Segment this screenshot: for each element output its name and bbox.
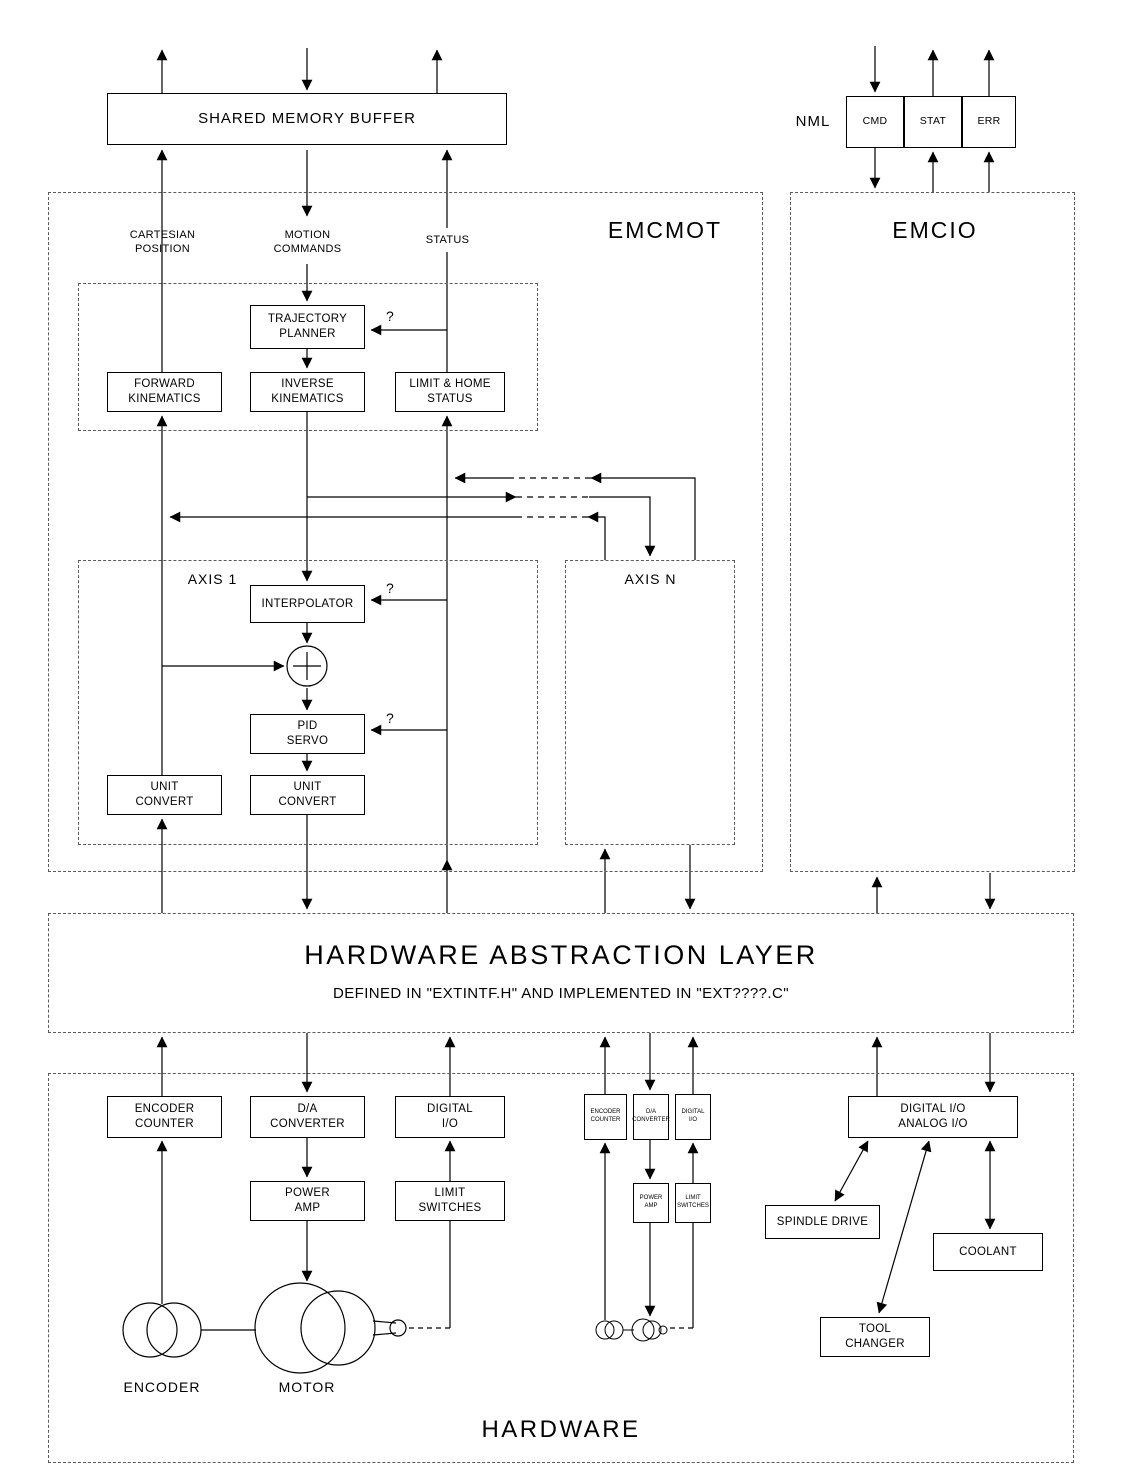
- hal-title: HARDWARE ABSTRACTION LAYER: [304, 940, 818, 971]
- spindle-drive-box: SPINDLE DRIVE: [765, 1205, 880, 1239]
- emcio-label: EMCIO: [892, 217, 978, 244]
- encoder-drawing: [122, 1302, 256, 1358]
- axisn-motor-drawing: [595, 1318, 668, 1342]
- axisn-encoder-counter-box: ENCODER COUNTER: [584, 1094, 627, 1140]
- question-mark-pid: ?: [385, 709, 395, 726]
- inverse-kinematics-box: INVERSE KINEMATICS: [250, 372, 365, 412]
- axisn-group: [565, 560, 735, 845]
- encoder-label: ENCODER: [123, 1378, 201, 1395]
- hal-group: [48, 913, 1074, 1033]
- axisn-label: AXIS N: [624, 570, 677, 587]
- forward-kinematics-box: FORWARD KINEMATICS: [107, 372, 222, 412]
- nml-label: NML: [795, 113, 831, 131]
- limit-home-status-box: LIMIT & HOME STATUS: [395, 372, 505, 412]
- encoder-counter-box: ENCODER COUNTER: [107, 1096, 222, 1138]
- question-mark-trajectory: ?: [385, 307, 395, 324]
- unit-convert-output-box: UNIT CONVERT: [250, 775, 365, 815]
- kinematics-group: [78, 283, 538, 431]
- cartesian-position-label: CARTESIAN POSITION: [129, 228, 196, 255]
- hal-subtitle: DEFINED IN "EXTINTF.H" AND IMPLEMENTED I…: [333, 985, 789, 1003]
- emcio-group: [790, 192, 1075, 872]
- digital-analog-io-box: DIGITAL I/O ANALOG I/O: [848, 1096, 1018, 1138]
- limit-switches-box: LIMIT SWITCHES: [395, 1181, 505, 1221]
- power-amp-box: POWER AMP: [250, 1181, 365, 1221]
- axis1-label: AXIS 1: [187, 570, 238, 587]
- motion-commands-label: MOTION COMMANDS: [273, 228, 342, 255]
- axisn-digital-io-box: DIGITAL I/O: [675, 1094, 711, 1140]
- emcmot-group: [48, 192, 763, 872]
- emcmot-label: EMCMOT: [607, 217, 723, 244]
- pid-servo-box: PID SERVO: [250, 714, 365, 754]
- da-converter-box: D/A CONVERTER: [250, 1096, 365, 1138]
- trajectory-planner-box: TRAJECTORY PLANNER: [250, 305, 365, 349]
- status-label: STATUS: [425, 233, 470, 246]
- digital-io-box: DIGITAL I/O: [395, 1096, 505, 1138]
- question-mark-interpolator: ?: [385, 579, 395, 596]
- nml-err-box: ERR: [962, 96, 1016, 148]
- nml-stat-box: STAT: [904, 96, 962, 148]
- axisn-da-converter-box: D/A CONVERTER: [632, 1094, 670, 1140]
- hardware-group: [48, 1073, 1074, 1463]
- axis1-group: [78, 560, 538, 845]
- tool-changer-box: TOOL CHANGER: [820, 1317, 930, 1357]
- summing-junction-icon: [286, 645, 328, 687]
- interpolator-box: INTERPOLATOR: [250, 585, 365, 623]
- nml-cmd-box: CMD: [846, 96, 904, 148]
- unit-convert-feedback-box: UNIT CONVERT: [107, 775, 222, 815]
- motor-drawing: [254, 1282, 407, 1374]
- shared-memory-buffer: SHARED MEMORY BUFFER: [107, 93, 507, 145]
- axisn-limit-switches-box: LIMIT SWITCHES: [675, 1183, 711, 1223]
- axisn-power-amp-box: POWER AMP: [633, 1183, 669, 1223]
- hardware-label: HARDWARE: [481, 1416, 641, 1444]
- coolant-box: COOLANT: [933, 1233, 1043, 1271]
- motor-label: MOTOR: [278, 1378, 336, 1395]
